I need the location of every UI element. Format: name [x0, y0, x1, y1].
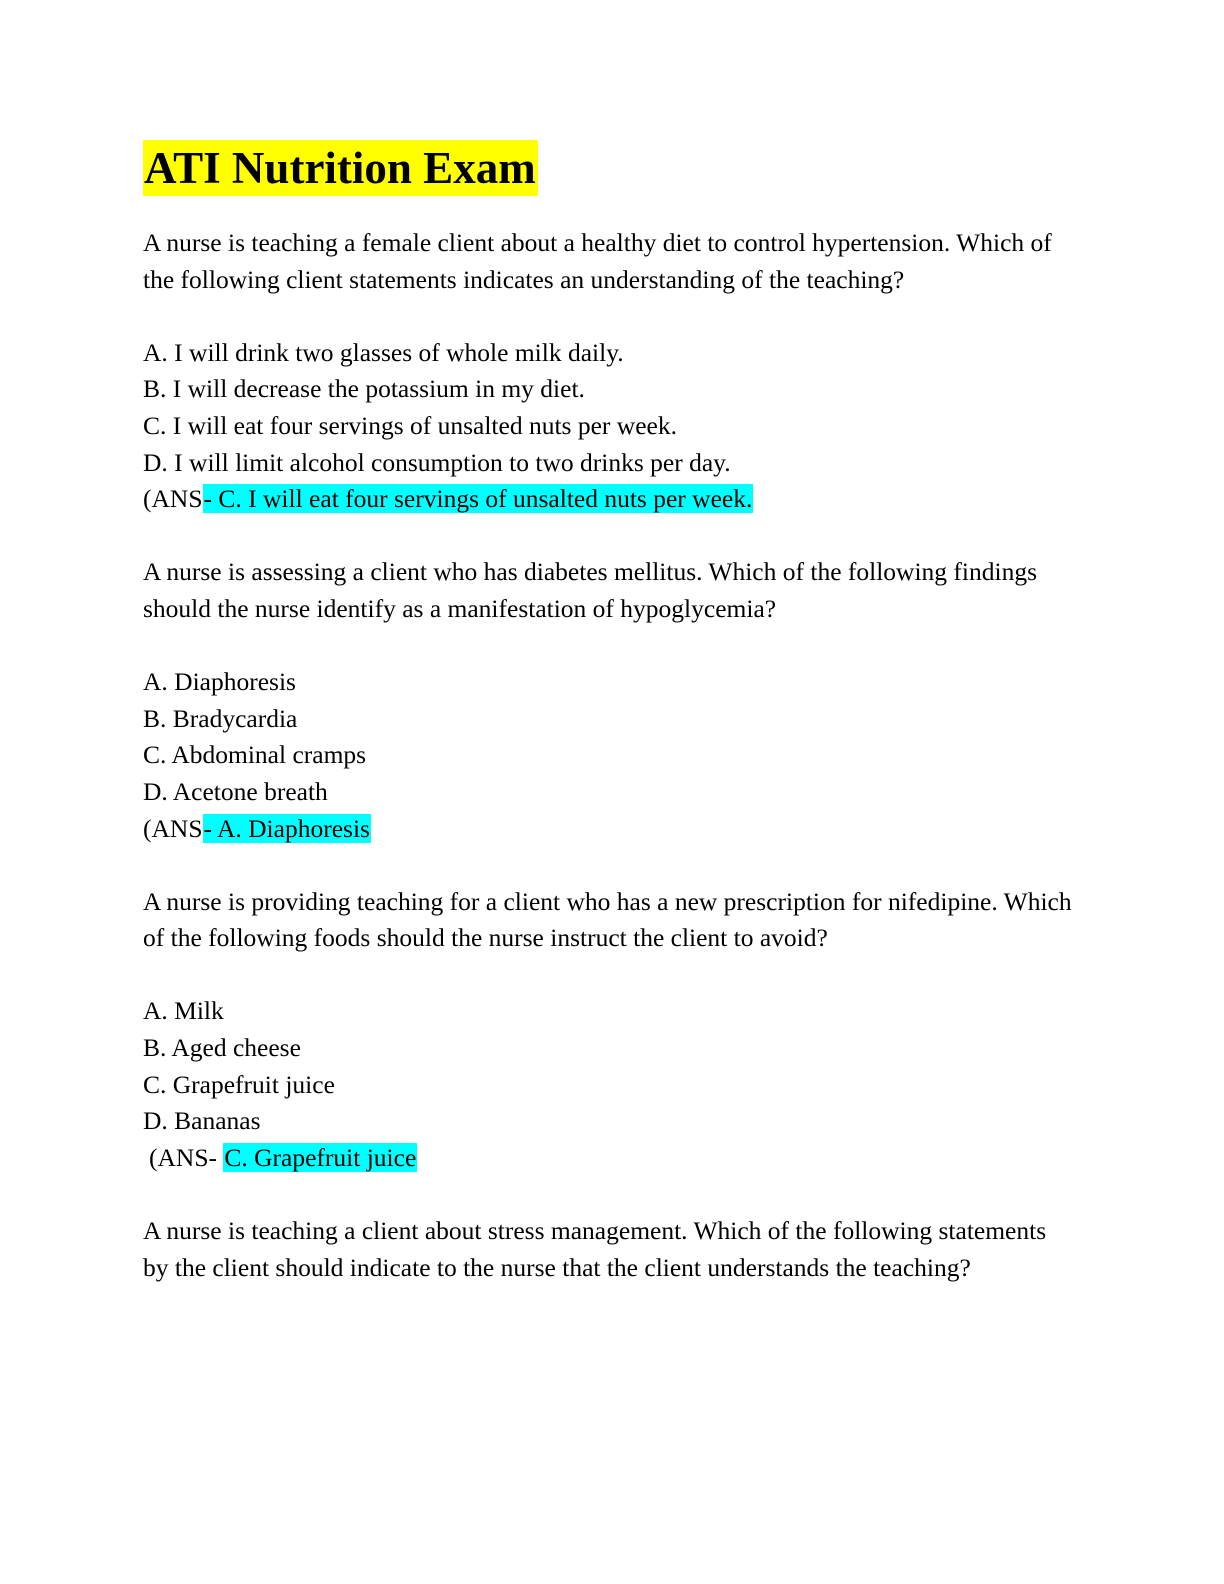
option-d: D. Acetone breath — [143, 776, 328, 806]
question-3: A nurse is providing teaching for a clie… — [143, 884, 1073, 1177]
answer-highlight: - A. Diaphoresis — [202, 813, 371, 843]
option-b: B. Aged cheese — [143, 1033, 301, 1063]
answer-highlight: C. Grapefruit juice — [223, 1142, 418, 1172]
option-list: A. I will drink two glasses of whole mil… — [143, 335, 1073, 518]
answer-prefix: (ANS- — [149, 1142, 224, 1172]
answer-line: (ANS- A. Diaphoresis — [143, 811, 1073, 848]
document-title: ATI Nutrition Exam — [143, 140, 538, 196]
spacer — [143, 196, 1073, 225]
option-b: B. I will decrease the potassium in my d… — [143, 374, 585, 404]
option-a: A. I will drink two glasses of whole mil… — [143, 337, 624, 367]
option-b: B. Bradycardia — [143, 703, 298, 733]
question-stem: A nurse is providing teaching for a clie… — [143, 886, 1072, 953]
question-stem: A nurse is teaching a client about stres… — [143, 1216, 1047, 1282]
option-c: C. Abdominal cramps — [143, 740, 367, 770]
question-4: A nurse is teaching a client about stres… — [143, 1213, 1073, 1286]
question-stem: A nurse is assessing a client who has di… — [143, 557, 1038, 623]
question-2: A nurse is assessing a client who has di… — [143, 554, 1073, 847]
option-d: D. Bananas — [143, 1106, 261, 1136]
question-1: A nurse is teaching a female client abou… — [143, 225, 1073, 518]
question-stem: A nurse is teaching a female client abou… — [143, 228, 1052, 294]
option-d: D. I will limit alcohol consumption to t… — [143, 447, 731, 477]
answer-line: (ANS- C. Grapefruit juice — [143, 1140, 1073, 1177]
option-a: A. Milk — [143, 996, 224, 1026]
answer-prefix: (ANS — [143, 484, 203, 514]
answer-highlight: - C. I will eat four servings of unsalte… — [202, 484, 754, 514]
option-c: C. I will eat four servings of unsalted … — [143, 410, 677, 440]
option-list: A. Diaphoresis B. Bradycardia C. Abdomin… — [143, 664, 1073, 847]
answer-prefix: (ANS — [143, 813, 203, 843]
document-page: ATI Nutrition Exam A nurse is teaching a… — [143, 140, 1073, 1286]
option-list: A. Milk B. Aged cheese C. Grapefruit jui… — [143, 993, 1073, 1176]
answer-line: (ANS- C. I will eat four servings of uns… — [143, 481, 1073, 518]
option-c: C. Grapefruit juice — [143, 1069, 335, 1099]
option-a: A. Diaphoresis — [143, 667, 296, 697]
